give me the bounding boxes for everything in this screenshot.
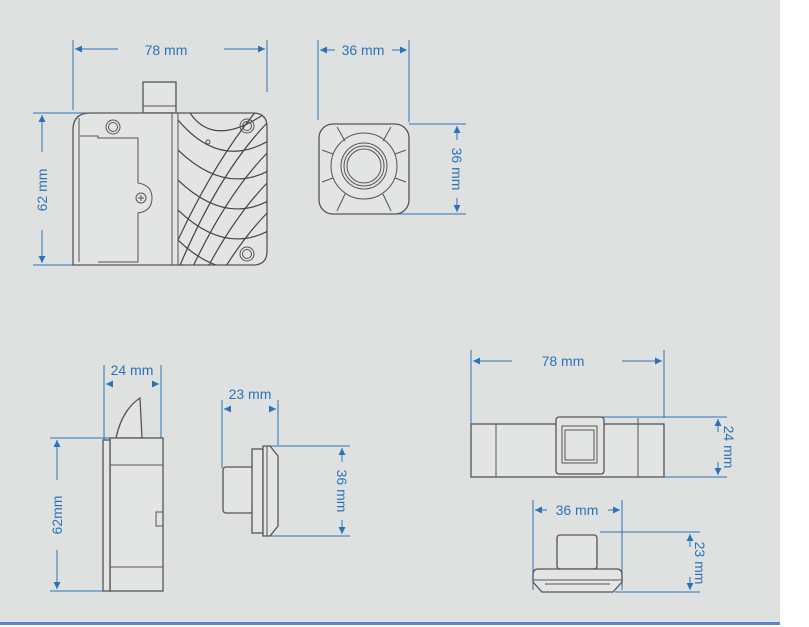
reader-side-view: 23 mm 36 mm xyxy=(221,386,350,537)
reader-face-height-label: 36 mm xyxy=(449,148,465,191)
side-height-label: 62mm xyxy=(49,496,65,535)
reader-face-width-label: 36 mm xyxy=(342,42,385,58)
front-height-label: 62 mm xyxy=(34,169,50,212)
grip-mesh xyxy=(178,113,267,265)
screw-icon xyxy=(135,192,147,204)
front-width-label: 78 mm xyxy=(145,42,188,58)
reader-top-view: 36 mm 23 mm xyxy=(532,500,708,593)
reader-top-depth-label: 23 mm xyxy=(692,542,708,585)
reader-side-height-label: 36 mm xyxy=(334,470,350,513)
side-view: 24 mm 62mm xyxy=(49,362,164,592)
reader-top-width-label: 36 mm xyxy=(556,502,599,518)
reader-side-depth-label: 23 mm xyxy=(229,386,272,402)
front-view: 78 mm 62 mm xyxy=(33,40,268,266)
side-depth-label: 24 mm xyxy=(111,362,154,378)
top-depth-label: 24 mm xyxy=(721,426,737,469)
top-view: 78 mm 24 mm xyxy=(470,350,737,478)
top-width-label: 78 mm xyxy=(542,353,585,369)
reader-face-view: 36 mm 36 mm xyxy=(317,40,466,215)
bottom-divider xyxy=(0,622,780,625)
